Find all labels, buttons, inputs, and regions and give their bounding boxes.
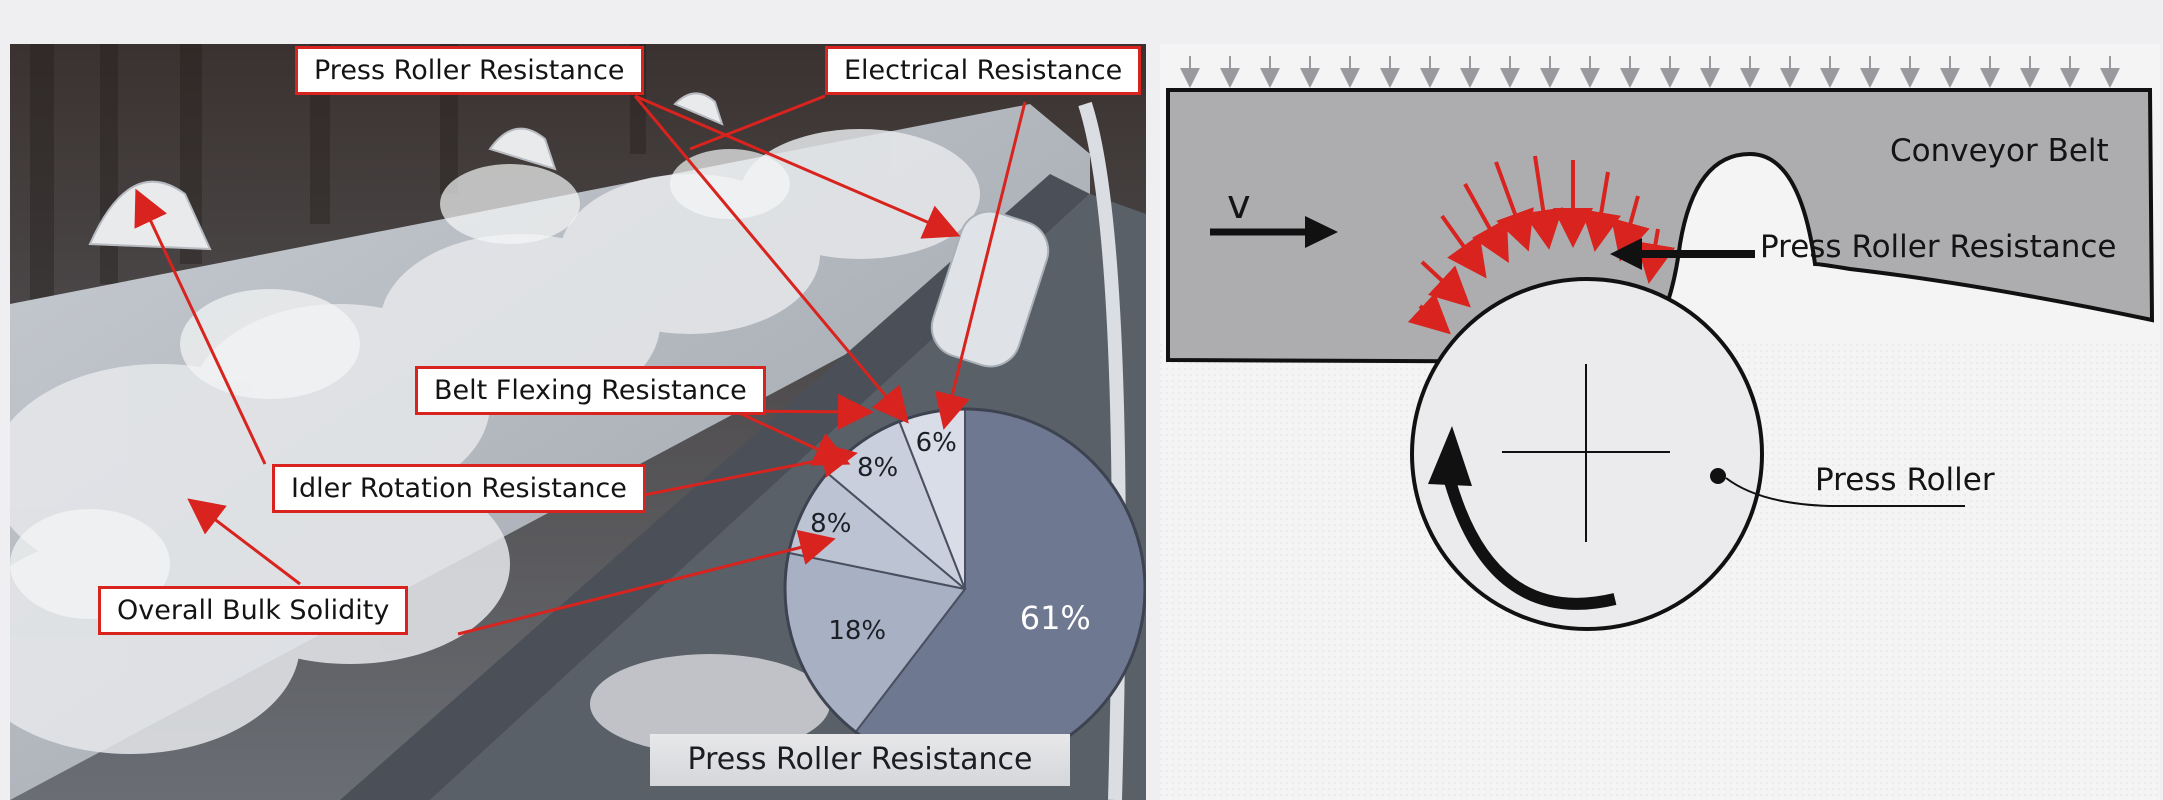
callout-leader-lines <box>134 94 1027 636</box>
pie-slice-label: 61% <box>1019 598 1091 637</box>
resistance-pie-chart <box>783 407 1146 771</box>
pie-caption: Press Roller Resistance <box>650 734 1070 786</box>
load-arrows <box>1180 56 2120 88</box>
pie-slice-label: 8% <box>810 508 852 539</box>
pie-slice-label: 6% <box>915 427 957 458</box>
press-roller-resistance-label: Press Roller Resistance <box>1760 229 2117 265</box>
callout-press-roller-resistance: Press Roller Resistance <box>295 46 644 95</box>
conveyor-belt-label: Conveyor Belt <box>1890 133 2109 169</box>
callout-electrical-resistance: Electrical Resistance <box>825 46 1142 95</box>
pie-slice-label: 18% <box>828 615 887 646</box>
press-roller-drawing <box>1160 44 2160 800</box>
callout-belt-flexing-resistance: Belt Flexing Resistance <box>415 366 766 415</box>
conveyor-photo-panel: Press Roller Resistance Electrical Resis… <box>10 44 1146 800</box>
press-roller-label: Press Roller <box>1815 462 1995 498</box>
press-roller-diagram: Conveyor Belt v Press Roller Resistance … <box>1160 44 2160 800</box>
callout-overall-bulk-solidity: Overall Bulk Solidity <box>98 586 409 635</box>
pressure-arrows <box>1407 155 1676 335</box>
callout-idler-rotation-resistance: Idler Rotation Resistance <box>272 464 646 513</box>
pie-slice-label: 8% <box>856 453 899 484</box>
velocity-label: v <box>1227 182 1251 228</box>
